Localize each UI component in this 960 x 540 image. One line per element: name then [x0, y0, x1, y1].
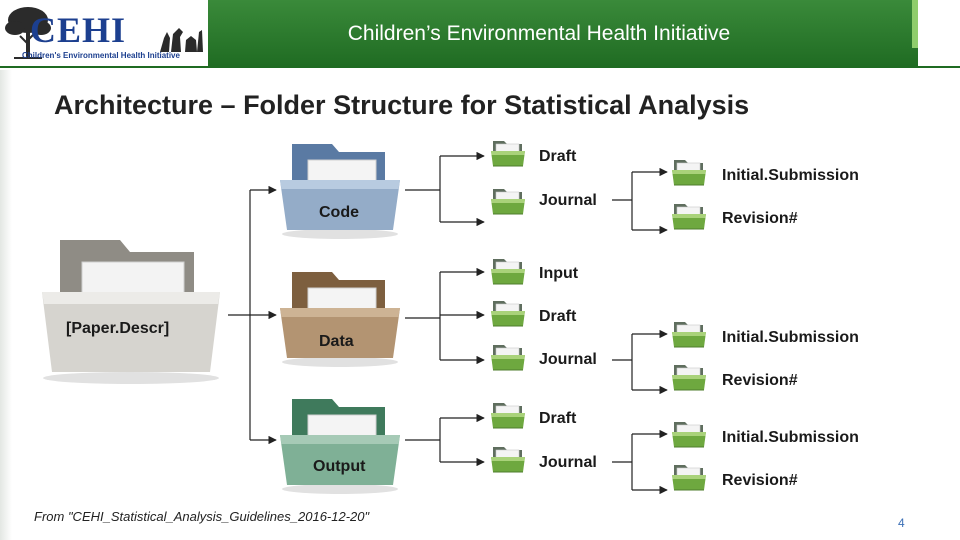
logo-wordmark: CEHI: [30, 10, 127, 50]
small-folder-icon: [671, 462, 707, 492]
header-rule: [0, 66, 960, 68]
output-revision-label: Revision#: [722, 472, 798, 489]
folder-icon: [280, 399, 400, 494]
code-journal-label: Journal: [539, 192, 597, 209]
data-folder-label: Data: [319, 333, 354, 350]
small-folder-icon: [490, 400, 526, 430]
code-revision-label: Revision#: [722, 210, 798, 227]
header-accent-bar: [912, 0, 918, 48]
left-gradient-strip: [0, 70, 12, 540]
header-band: [208, 0, 918, 68]
data-revision-label: Revision#: [722, 372, 798, 389]
cehi-logo: CEHI Children's Environmental Health Ini…: [0, 0, 208, 66]
small-folder-icon: [671, 362, 707, 392]
output-journal-label: Journal: [539, 454, 597, 471]
page-number: 4: [898, 516, 905, 530]
output-draft-label: Draft: [539, 410, 577, 427]
small-folder-icon: [671, 157, 707, 187]
small-folder-icon: [490, 444, 526, 474]
root-folder-label: [Paper.Descr]: [66, 320, 170, 337]
page-title: Architecture – Folder Structure for Stat…: [54, 90, 750, 120]
output-folder-label: Output: [313, 458, 366, 475]
small-folder-icon: [490, 138, 526, 168]
small-folder-icon: [671, 319, 707, 349]
folder-icon: [280, 144, 400, 239]
source-note: From "CEHI_Statistical_Analysis_Guidelin…: [34, 509, 370, 524]
small-folder-icon: [490, 256, 526, 286]
animals-icon: [160, 28, 203, 52]
code-draft-label: Draft: [539, 148, 577, 165]
code-folder-label: Code: [319, 204, 359, 221]
small-folder-icon: [490, 298, 526, 328]
data-initial-submission-label: Initial.Submission: [722, 329, 859, 346]
logo-subtitle: Children's Environmental Health Initiati…: [22, 51, 180, 60]
data-input-label: Input: [539, 265, 579, 282]
folder-icon: [280, 272, 400, 367]
small-folder-icon: [671, 419, 707, 449]
folder-icon: [42, 240, 220, 384]
data-draft-label: Draft: [539, 308, 577, 325]
tree-icon: [5, 7, 51, 59]
small-folder-icon: [490, 186, 526, 216]
small-folder-icon: [490, 342, 526, 372]
code-initial-submission-label: Initial.Submission: [722, 167, 859, 184]
header-title: Children’s Environmental Health Initiati…: [347, 22, 731, 45]
output-initial-submission-label: Initial.Submission: [722, 429, 859, 446]
data-journal-label: Journal: [539, 351, 597, 368]
small-folder-icon: [671, 201, 707, 231]
